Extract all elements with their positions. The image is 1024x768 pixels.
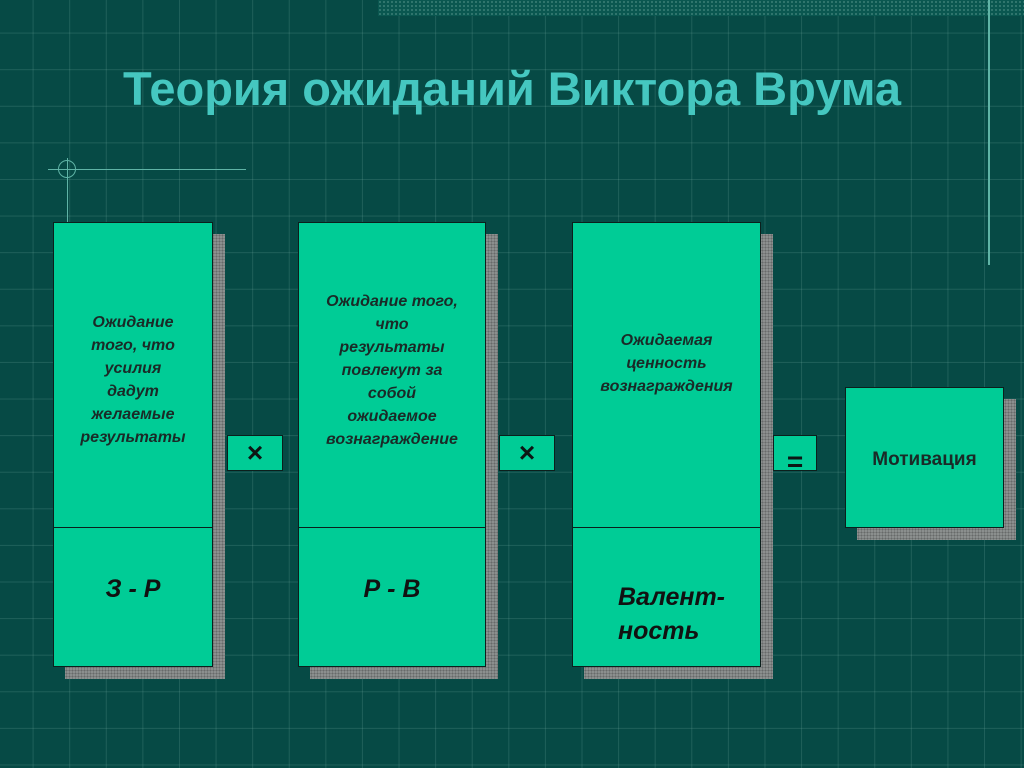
top-decorative-band	[378, 0, 1024, 16]
description-line: Ожидание	[92, 314, 174, 331]
code-line: Р - В	[363, 575, 421, 603]
factor-description: Ожидание того, что результаты повлекут з…	[299, 223, 485, 528]
factor-description-text: Ожидание того, что усилия дадут желаемые…	[80, 311, 185, 527]
description-line: вознаграждение	[326, 431, 458, 448]
factor-box-valence: Ожидаемая ценность вознаграждения Валент…	[572, 222, 761, 667]
result-box-motivation: Мотивация	[845, 387, 1004, 528]
factor-code-text: З - Р	[106, 572, 161, 666]
code-line: Валент-	[617, 583, 726, 611]
decorative-stub-line	[67, 158, 68, 222]
decorative-vertical-line	[988, 0, 990, 265]
description-line: Ожидание того,	[326, 293, 458, 310]
factor-description: Ожидание того, что усилия дадут желаемые…	[54, 223, 212, 528]
factor-code: Валент- ность	[573, 526, 760, 666]
description-line: дадут	[107, 383, 159, 400]
description-line: результаты	[80, 429, 186, 446]
factor-description-text: Ожидание того, что результаты повлекут з…	[326, 290, 458, 527]
factor-box-effort-result: Ожидание того, что усилия дадут желаемые…	[53, 222, 213, 667]
description-line: ожидаемое	[347, 408, 437, 425]
multiply-operator: ×	[227, 435, 283, 471]
description-line: результаты	[339, 339, 445, 356]
factor-code-text: Валент- ность	[618, 580, 725, 666]
description-line: усилия	[104, 360, 162, 377]
description-line: желаемые	[91, 406, 175, 423]
description-line: того, что	[91, 337, 175, 354]
factor-code: З - Р	[54, 526, 212, 666]
factor-description: Ожидаемая ценность вознаграждения	[573, 223, 760, 528]
decorative-horizontal-line	[48, 169, 246, 170]
result-label: Мотивация	[872, 449, 977, 470]
factor-description-text: Ожидаемая ценность вознаграждения	[600, 329, 732, 527]
description-line: ценность	[626, 355, 707, 372]
description-line: что	[375, 316, 409, 333]
code-line: ность	[617, 617, 700, 645]
factor-code-text: Р - В	[364, 572, 421, 666]
description-line: вознаграждения	[600, 378, 733, 395]
description-line: Ожидаемая	[620, 332, 713, 349]
equals-operator: =	[773, 435, 817, 477]
code-line: З - Р	[105, 575, 161, 603]
slide-title: Теория ожиданий Виктора Врума	[122, 62, 902, 115]
factor-code: Р - В	[299, 526, 485, 666]
description-line: повлекут за	[341, 362, 443, 379]
factor-box-result-reward: Ожидание того, что результаты повлекут з…	[298, 222, 486, 667]
description-line: собой	[367, 385, 417, 402]
multiply-operator: ×	[499, 435, 555, 471]
decorative-crosshair-circle	[58, 160, 76, 178]
